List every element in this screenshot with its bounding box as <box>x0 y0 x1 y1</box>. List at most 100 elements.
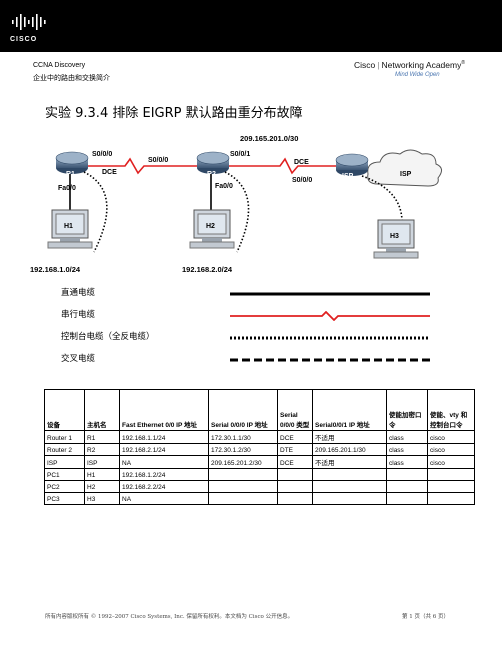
table-cell: 192.168.1.1/24 <box>119 430 209 444</box>
legend-serial-label: 串行电缆 <box>61 310 96 320</box>
table-cell: NA <box>119 455 209 469</box>
table-cell <box>386 492 428 505</box>
table-cell <box>208 480 278 493</box>
table-row: PC1 H1 192.168.1.2/24 <box>44 468 475 481</box>
brand-tagline: Mind Wide Open <box>395 72 440 78</box>
table-cell <box>427 492 475 505</box>
table-cell: PC1 <box>44 468 85 481</box>
table-cell <box>427 480 475 493</box>
table-cell <box>208 492 278 505</box>
table-cell: DCE <box>277 455 313 469</box>
table-cell: 192.168.2.2/24 <box>119 480 209 493</box>
table-cell: class <box>386 443 428 456</box>
console-cable-line <box>230 336 430 340</box>
table-cell: cisco <box>427 455 475 469</box>
pc-h3-label: H3 <box>390 233 399 240</box>
r2-fa-label: Fa0/0 <box>215 183 233 190</box>
table-cell: 172.30.1.1/30 <box>208 430 278 444</box>
r2-s001-label: S0/0/1 <box>230 151 250 158</box>
table-cell: NA <box>119 492 209 505</box>
router-isp-icon <box>335 153 369 176</box>
legend-crossover-row: 交叉电缆 <box>45 352 465 374</box>
table-row: PC2 H2 192.168.2.2/24 <box>44 480 475 493</box>
table-cell: 192.168.2.1/24 <box>119 443 209 456</box>
pc-h1-label: H1 <box>64 223 73 230</box>
network-1-label: 192.168.1.0/24 <box>30 265 81 274</box>
router-r2-icon <box>196 151 230 174</box>
table-cell: H3 <box>84 492 120 505</box>
console-cable-r1 <box>83 171 108 253</box>
serial-cable-line <box>230 311 430 321</box>
table-cell: cisco <box>427 443 475 456</box>
cisco-header-bar: CISCO <box>0 0 502 52</box>
table-cell <box>427 468 475 481</box>
table-cell: DTE <box>277 443 313 456</box>
brand-na: Networking Academy <box>381 60 462 70</box>
console-cable-isp <box>361 175 403 223</box>
table-header-cell: 主机名 <box>84 389 120 431</box>
table-cell <box>208 468 278 481</box>
table-cell: PC2 <box>44 480 85 493</box>
pc-h1-icon <box>47 209 93 249</box>
table-cell: R2 <box>84 443 120 456</box>
table-header-cell: Serial 0/0/0 IP 地址 <box>208 389 278 431</box>
brand-cisco: Cisco <box>354 60 376 70</box>
table-cell <box>386 480 428 493</box>
table-cell: R1 <box>84 430 120 444</box>
legend-serial-row: 串行电缆 <box>45 308 465 330</box>
networking-academy-brand: Cisco|Networking Academy® <box>354 60 466 70</box>
page-title: 实验 9.3.4 排除 EIGRP 默认路由重分布故障 <box>45 106 303 121</box>
table-cell <box>312 492 387 505</box>
isp-cloud-label: ISP <box>400 171 412 178</box>
table-cell: H1 <box>84 468 120 481</box>
serial-link-r1-r2 <box>72 157 205 175</box>
table-cell <box>386 468 428 481</box>
isp-s000-label: S0/0/0 <box>292 177 312 184</box>
network-topology-diagram: ISP R1 R2 ISP S0/0/0 DCE S0/0/0 S0/0/1 2… <box>30 134 442 274</box>
table-cell: DCE <box>277 430 313 444</box>
table-cell <box>312 468 387 481</box>
network-2-label: 192.168.2.0/24 <box>182 265 233 274</box>
table-row: Router 1 R1 192.168.1.1/24 172.30.1.1/30… <box>44 430 475 444</box>
crossover-cable-line <box>230 358 430 362</box>
table-cell: Router 2 <box>44 443 85 456</box>
legend-console-label: 控制台电缆（全反电缆） <box>61 332 155 342</box>
router-r1-icon <box>55 151 89 174</box>
table-cell: 不适用 <box>312 430 387 444</box>
table-cell: 209.165.201.1/30 <box>312 443 387 456</box>
table-cell <box>277 468 313 481</box>
table-cell: cisco <box>427 430 475 444</box>
table-header-cell: 设备 <box>44 389 85 431</box>
table-row: Router 2 R2 192.168.2.1/24 172.30.1.2/30… <box>44 443 475 456</box>
course-subtitle: 企业中的路由和交换简介 <box>33 74 110 82</box>
console-cable-r2 <box>224 171 250 253</box>
table-header-cell: 使能、vty 和控制台口令 <box>427 389 475 431</box>
cisco-logo-text: CISCO <box>10 36 38 43</box>
table-cell: class <box>386 430 428 444</box>
table-cell <box>277 492 313 505</box>
cisco-logo-icon <box>12 14 46 30</box>
legend-console-row: 控制台电缆（全反电缆） <box>45 330 465 352</box>
table-cell: 172.30.1.2/30 <box>208 443 278 456</box>
router-isp-label: ISP <box>342 173 354 180</box>
table-cell: H2 <box>84 480 120 493</box>
table-cell: Router 1 <box>44 430 85 444</box>
network-top-label: 209.165.201.0/30 <box>240 134 298 143</box>
brand-separator: | <box>377 60 380 70</box>
table-header-cell: 使能加密口令 <box>386 389 428 431</box>
addressing-table: 设备 主机名 Fast Ethernet 0/0 IP 地址 Serial 0/… <box>44 389 475 505</box>
pc-h2-label: H2 <box>206 223 215 230</box>
table-cell: 209.165.201.2/30 <box>208 455 278 469</box>
table-cell: ISP <box>84 455 120 469</box>
serial-link-r2-isp <box>225 157 348 175</box>
table-cell: ISP <box>44 455 85 469</box>
legend-straight-label: 直通电缆 <box>61 288 96 298</box>
legend-straight-row: 直通电缆 <box>45 286 465 308</box>
table-header-cell: Fast Ethernet 0/0 IP 地址 <box>119 389 209 431</box>
table-cell <box>312 480 387 493</box>
table-row: PC3 H3 NA <box>44 492 475 505</box>
table-header-cell: Serial0/0/1 IP 地址 <box>312 389 387 431</box>
r1-dce-label: DCE <box>102 169 117 176</box>
r1-s000-label: S0/0/0 <box>92 151 112 158</box>
table-cell <box>277 480 313 493</box>
